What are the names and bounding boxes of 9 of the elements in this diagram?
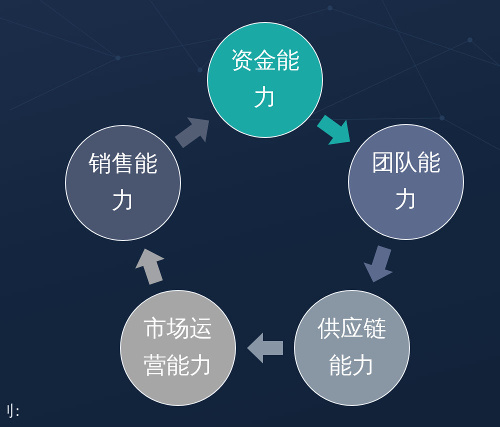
stage-label: 供应链能力 — [316, 315, 388, 381]
stage-label: 资金能力 — [230, 47, 300, 113]
arrow — [364, 245, 393, 285]
arrow — [247, 332, 283, 364]
note-text: 刂: — [0, 402, 20, 420]
stage-label: 销售能力 — [88, 150, 158, 216]
stage-label: 市场运营能力 — [142, 315, 214, 381]
stage-label: 团队能力 — [370, 149, 442, 215]
arrow — [135, 246, 165, 285]
